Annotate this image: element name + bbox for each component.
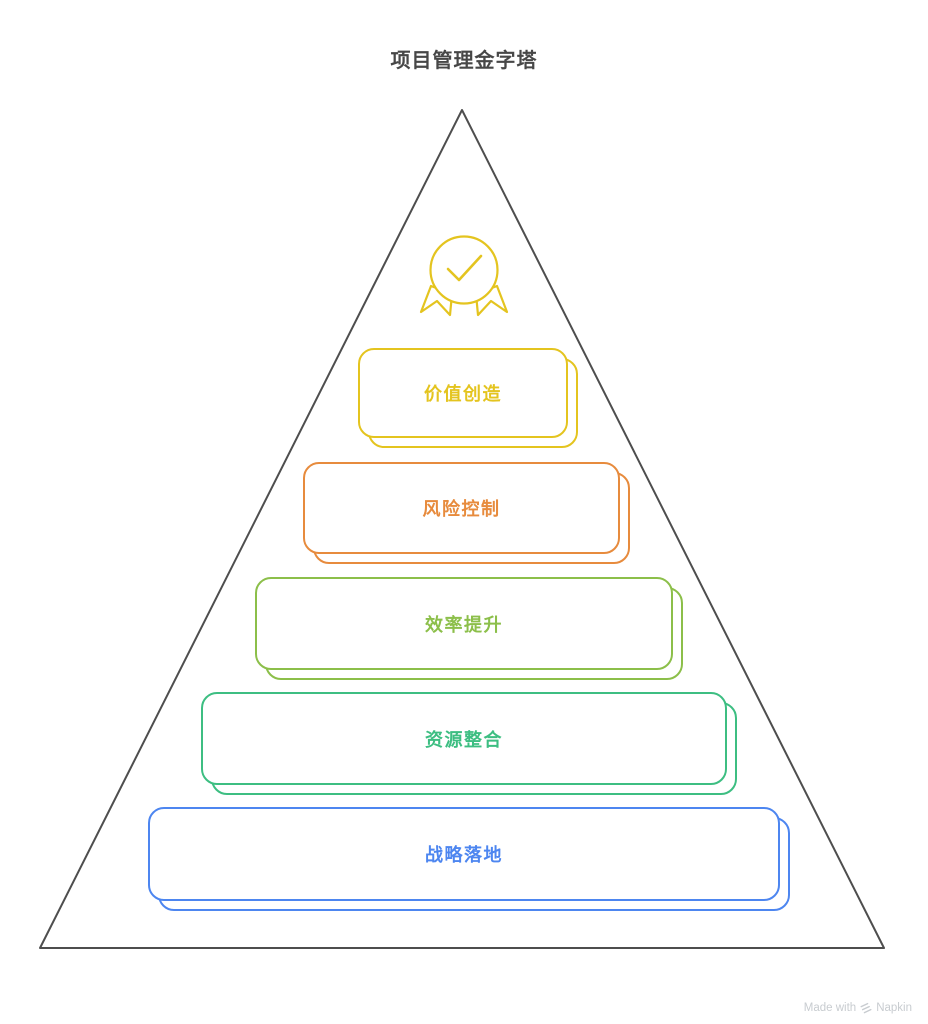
napkin-credit: Made with Napkin	[804, 1002, 912, 1014]
brand-text: Napkin	[876, 1002, 912, 1014]
pyramid-level-5: 战略落地	[148, 807, 790, 911]
pyramid-level-4: 资源整合	[201, 692, 737, 795]
diagram-title: 项目管理金字塔	[390, 50, 538, 72]
level-card: 效率提升	[255, 577, 673, 670]
level-card: 资源整合	[201, 692, 727, 785]
level-label: 战略落地	[425, 845, 503, 865]
medal-checkmark-icon	[446, 254, 483, 282]
level-label: 资源整合	[425, 729, 503, 750]
medal-circle	[429, 235, 499, 305]
level-label: 价值创造	[424, 384, 502, 404]
pyramid-level-2: 风险控制	[303, 462, 630, 564]
pyramid-outline-triangle	[39, 109, 885, 949]
napkin-logo-icon	[860, 1002, 872, 1014]
level-card: 风险控制	[303, 462, 620, 554]
level-card: 战略落地	[148, 807, 780, 901]
credit-text: Made with	[803, 1002, 857, 1014]
award-medal-check-icon	[419, 235, 509, 317]
pyramid-level-3: 效率提升	[255, 577, 683, 680]
level-label: 风险控制	[422, 499, 501, 519]
pyramid-level-1: 价值创造	[358, 348, 578, 448]
level-card: 价值创造	[358, 348, 568, 438]
level-label: 效率提升	[425, 614, 503, 635]
